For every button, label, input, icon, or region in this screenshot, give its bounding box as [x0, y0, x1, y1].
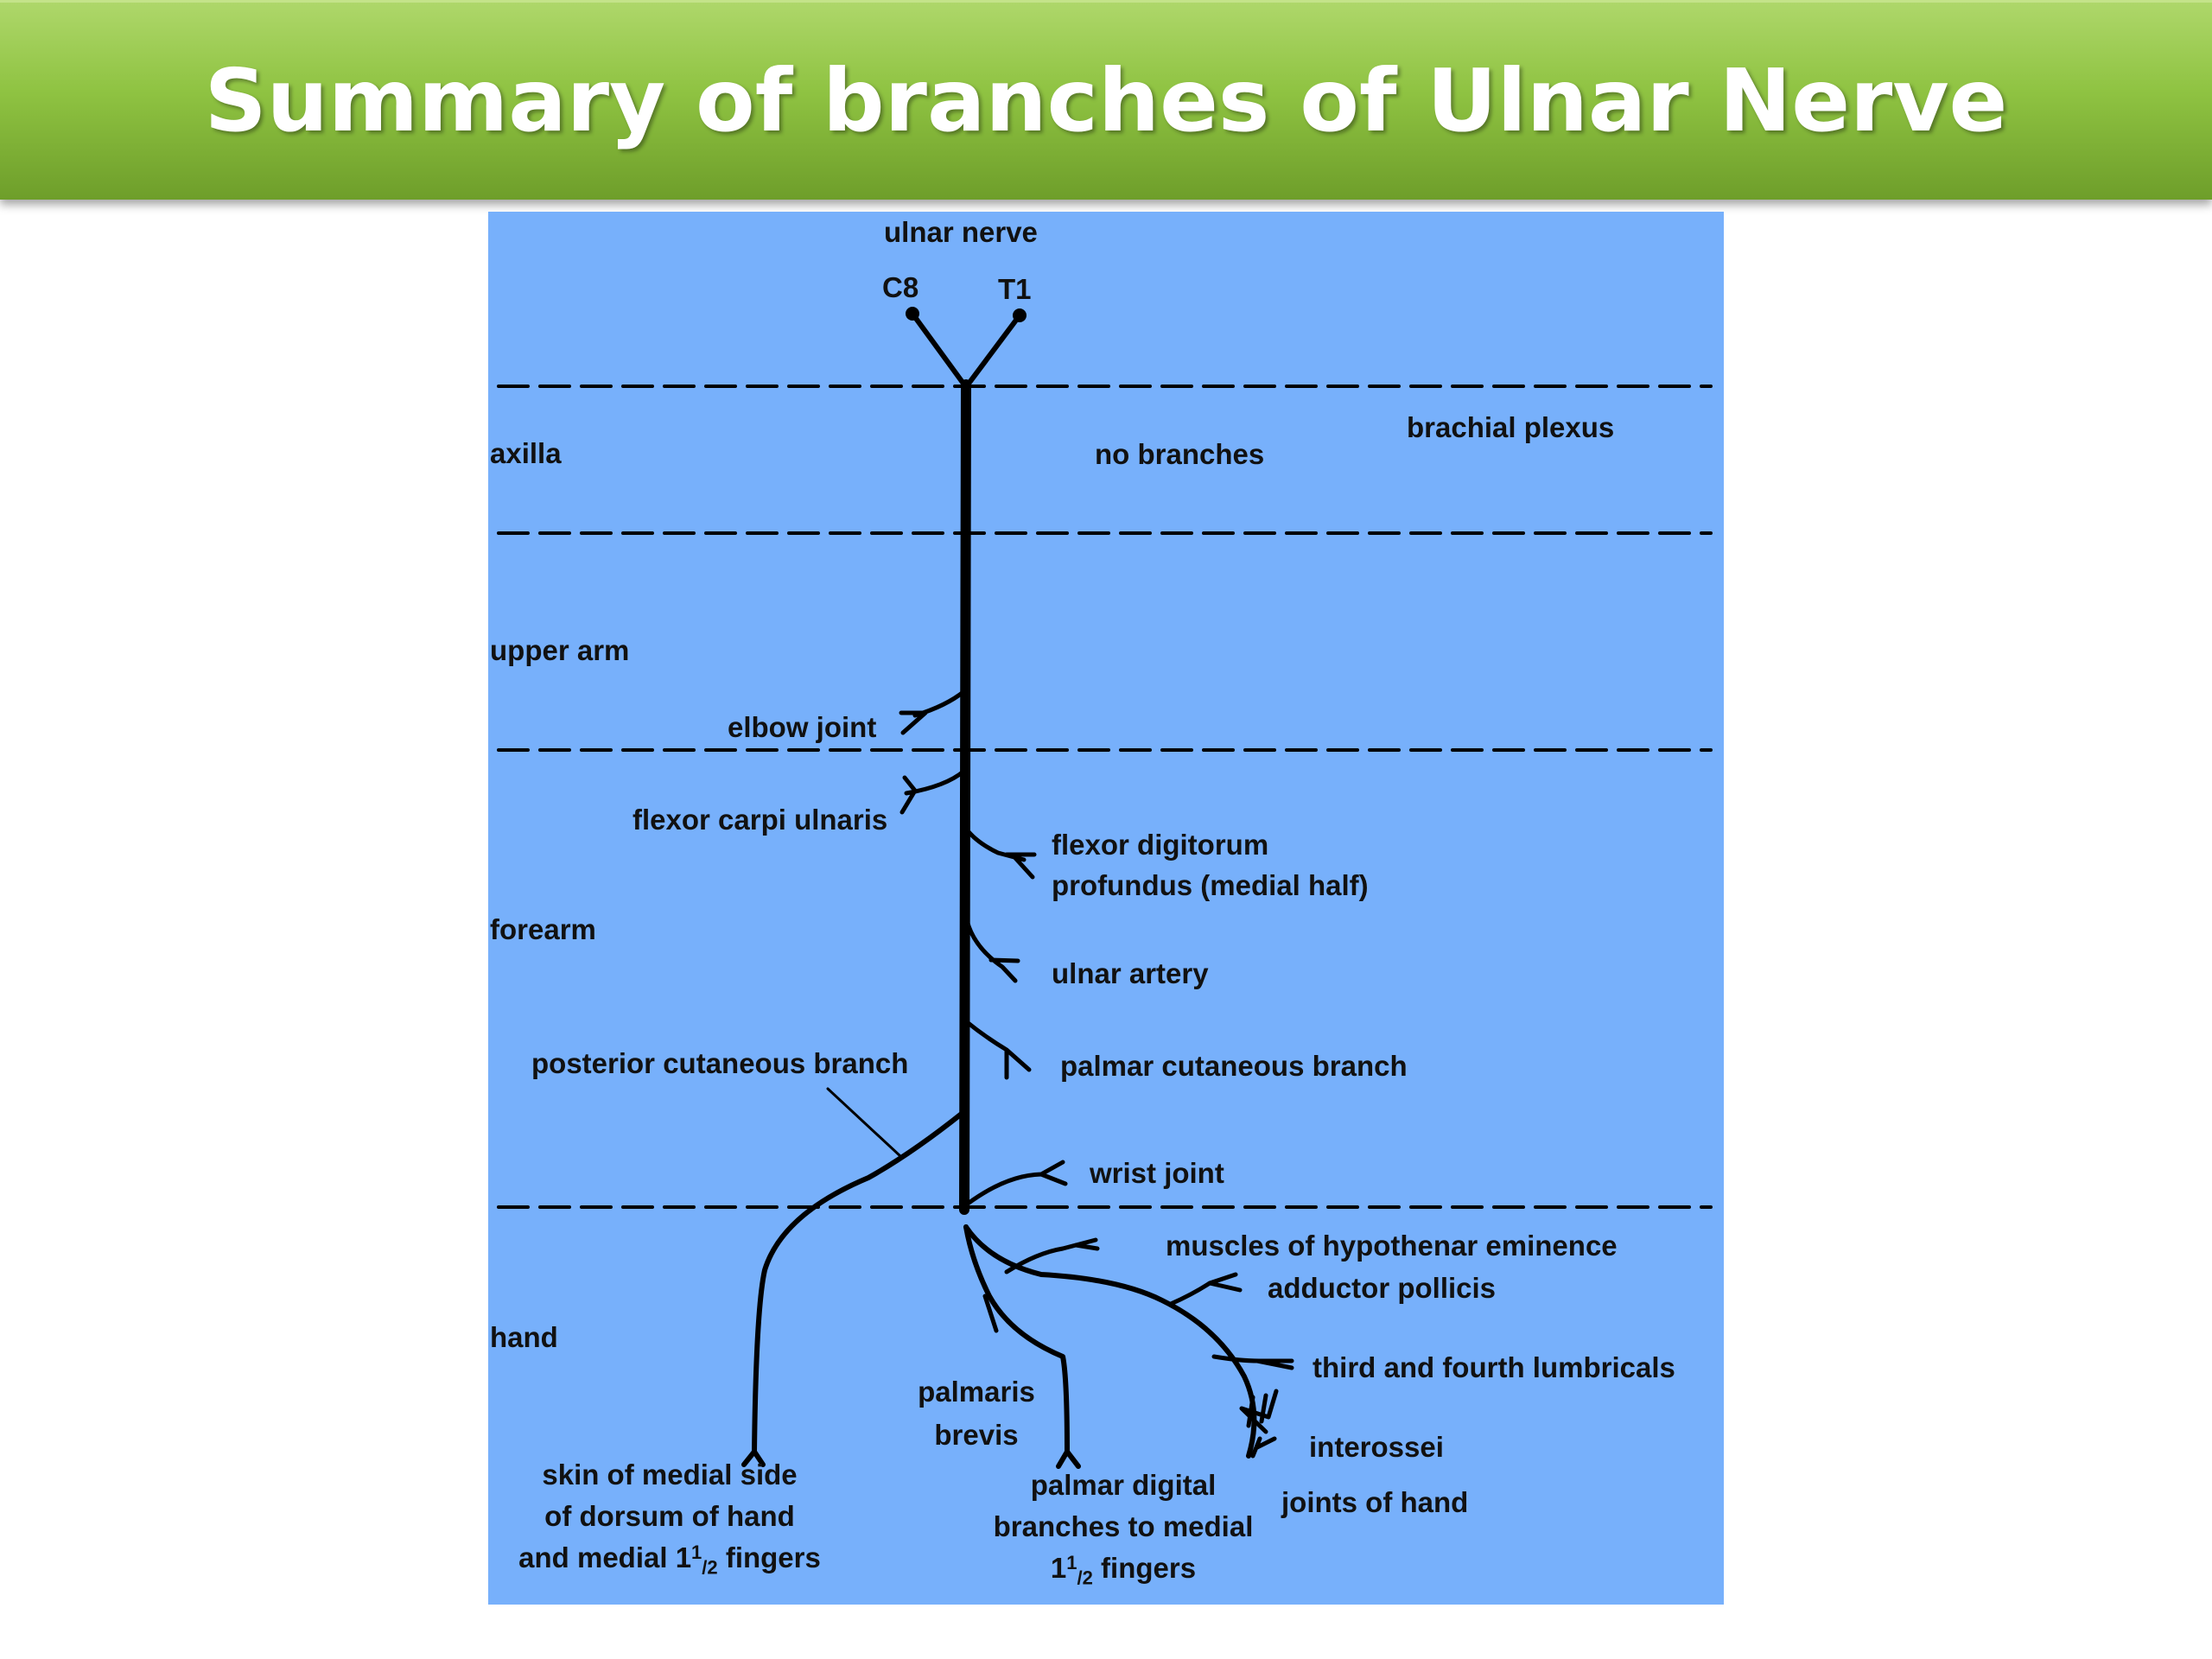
label-region-upper-arm: upper arm	[490, 634, 630, 666]
page-title: Summary of branches of Ulnar Nerve	[204, 50, 2008, 151]
label-skin-line2: of dorsum of hand	[544, 1500, 795, 1532]
label-joints-of-hand: joints of hand	[1281, 1486, 1469, 1518]
branch-adductor-pollicis	[1168, 1272, 1243, 1306]
branch-hypothenar	[1004, 1237, 1100, 1274]
branch-palmar-cutaneous	[963, 1019, 1032, 1080]
label-palmaris-line1: palmaris	[918, 1376, 1035, 1408]
title-banner: Summary of branches of Ulnar Nerve	[0, 0, 2212, 200]
branch-fdp	[963, 826, 1037, 880]
label-adductor-pollicis: adductor pollicis	[1268, 1272, 1497, 1304]
label-digital-line3: 11/2 fingers	[1050, 1552, 1197, 1589]
t1-root-dot	[1013, 308, 1027, 322]
label-skin-line3: and medial 11/2 fingers	[518, 1541, 821, 1579]
pointer-posterior-cutaneous	[826, 1087, 902, 1158]
label-ulnar-artery: ulnar artery	[1052, 957, 1209, 989]
label-digital-line1: palmar digital	[1030, 1469, 1217, 1501]
ulnar-nerve-diagram: ulnar nerve C8 T1 axilla upper arm forea…	[488, 212, 1724, 1605]
c8-root-dot	[906, 307, 919, 321]
branch-wrist-joint	[965, 1160, 1068, 1206]
branch-elbow-joint	[899, 689, 967, 735]
label-elbow-joint: elbow joint	[728, 711, 877, 743]
branch-palmaris-brevis	[982, 1294, 999, 1333]
label-brachial-plexus: brachial plexus	[1407, 411, 1615, 443]
label-region-forearm: forearm	[490, 913, 596, 945]
label-skin-line1: skin of medial side	[542, 1459, 798, 1491]
branch-lines	[741, 689, 1294, 1469]
label-posterior-cutaneous: posterior cutaneous branch	[531, 1047, 909, 1079]
label-flexor-carpi-ulnaris: flexor carpi ulnaris	[632, 804, 888, 836]
label-fdp-line1: flexor digitorum	[1052, 829, 1269, 861]
branch-lumbricals	[1211, 1354, 1294, 1370]
branch-posterior-cutaneous	[741, 1110, 965, 1467]
label-region-hand: hand	[490, 1321, 558, 1353]
label-palmaris-line2: brevis	[934, 1419, 1019, 1451]
main-trunk	[959, 379, 971, 1215]
branch-palmar-digital	[963, 1224, 1081, 1469]
label-lumbricals: third and fourth lumbricals	[1313, 1351, 1675, 1383]
region-dividers	[497, 385, 1713, 1209]
root-c8	[910, 311, 969, 390]
label-digital-line2: branches to medial	[993, 1510, 1254, 1542]
label-root-c8: C8	[882, 271, 919, 303]
label-fdp-line2: profundus (medial half)	[1052, 869, 1369, 901]
label-ulnar-nerve: ulnar nerve	[884, 216, 1038, 248]
branch-interossei	[1239, 1389, 1279, 1459]
label-wrist-joint: wrist joint	[1090, 1157, 1224, 1189]
label-no-branches: no branches	[1095, 438, 1265, 470]
label-region-axilla: axilla	[490, 437, 562, 469]
label-root-t1: T1	[998, 273, 1032, 305]
root-t1	[963, 313, 1022, 390]
nerve-drawing	[497, 307, 1713, 1469]
label-palmar-cutaneous: palmar cutaneous branch	[1060, 1050, 1408, 1082]
label-interossei: interossei	[1309, 1431, 1444, 1463]
branch-ulnar-artery	[963, 914, 1020, 983]
branch-flexor-carpi-ulnaris	[899, 768, 967, 815]
label-hypothenar: muscles of hypothenar eminence	[1166, 1230, 1618, 1262]
